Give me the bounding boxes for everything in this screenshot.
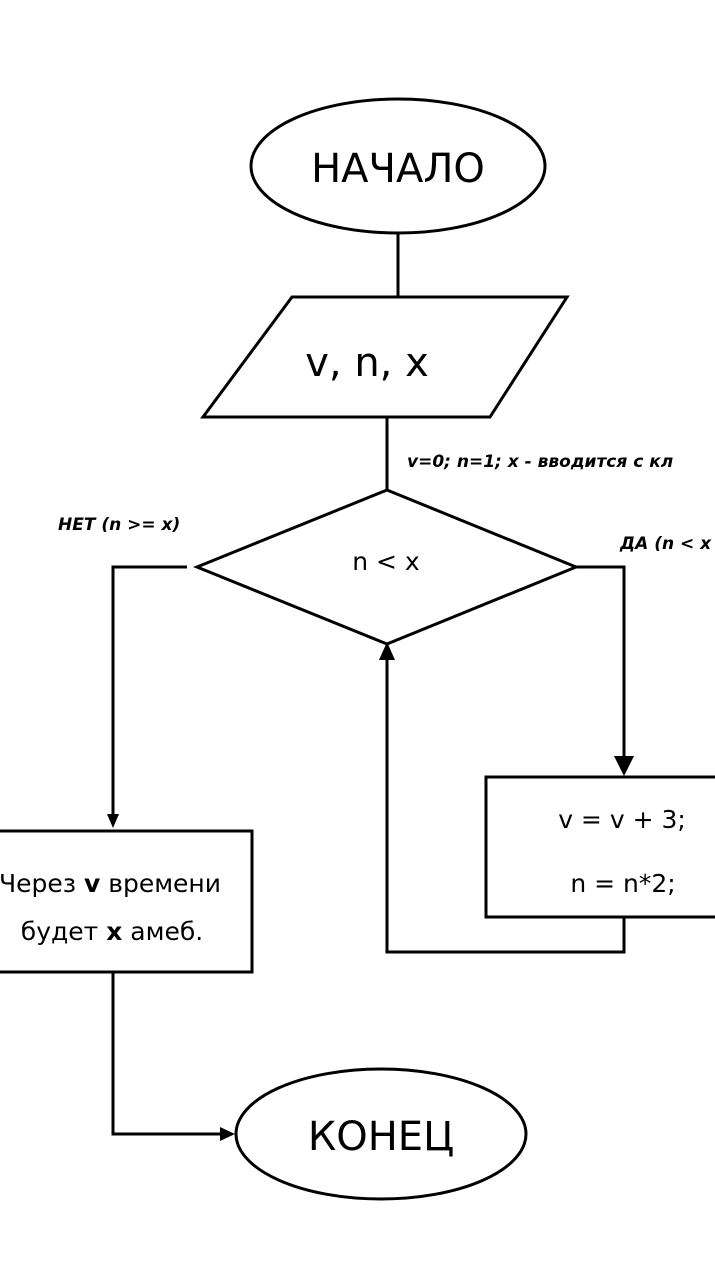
start-terminal [249, 97, 547, 235]
init-note: v=0; n=1; x - вводится с кл [407, 452, 673, 472]
output-line1-prefix: Через [0, 869, 84, 898]
end-label: КОНЕЦ [308, 1114, 454, 1160]
output-var-v: v [84, 869, 100, 898]
input-parallelogram [200, 295, 570, 419]
output-line2: будет x амеб. [21, 917, 203, 946]
loop-body-box [484, 775, 715, 919]
connector-output-end [111, 972, 222, 1136]
output-line1: Через v времени [0, 869, 221, 898]
arrowhead-end [220, 1127, 235, 1141]
output-line2-suffix: амеб. [122, 917, 203, 946]
arrowhead-output [107, 814, 119, 828]
connector-decision-yes [576, 565, 626, 760]
arrowhead-loop-return [379, 642, 395, 660]
yes-branch-label: ДА (n < x [619, 534, 712, 554]
decision-diamond [193, 488, 580, 646]
connector-loop-return [385, 660, 626, 954]
decision-condition: n < x [352, 547, 419, 576]
loop-body-line1: v = v + 3; [558, 805, 686, 834]
start-label: НАЧАЛО [311, 146, 485, 192]
output-line2-prefix: будет [21, 917, 106, 946]
output-box [0, 829, 254, 974]
output-line1-suffix: времени [100, 869, 221, 898]
output-var-x: x [106, 917, 122, 946]
no-branch-label: НЕТ (n >= x) [58, 515, 180, 535]
arrowhead-loop-body [614, 756, 634, 776]
connector-decision-no [111, 565, 187, 816]
input-label: v, n, x [305, 340, 429, 386]
end-terminal [234, 1067, 528, 1201]
loop-body-line2: n = n*2; [570, 869, 675, 898]
